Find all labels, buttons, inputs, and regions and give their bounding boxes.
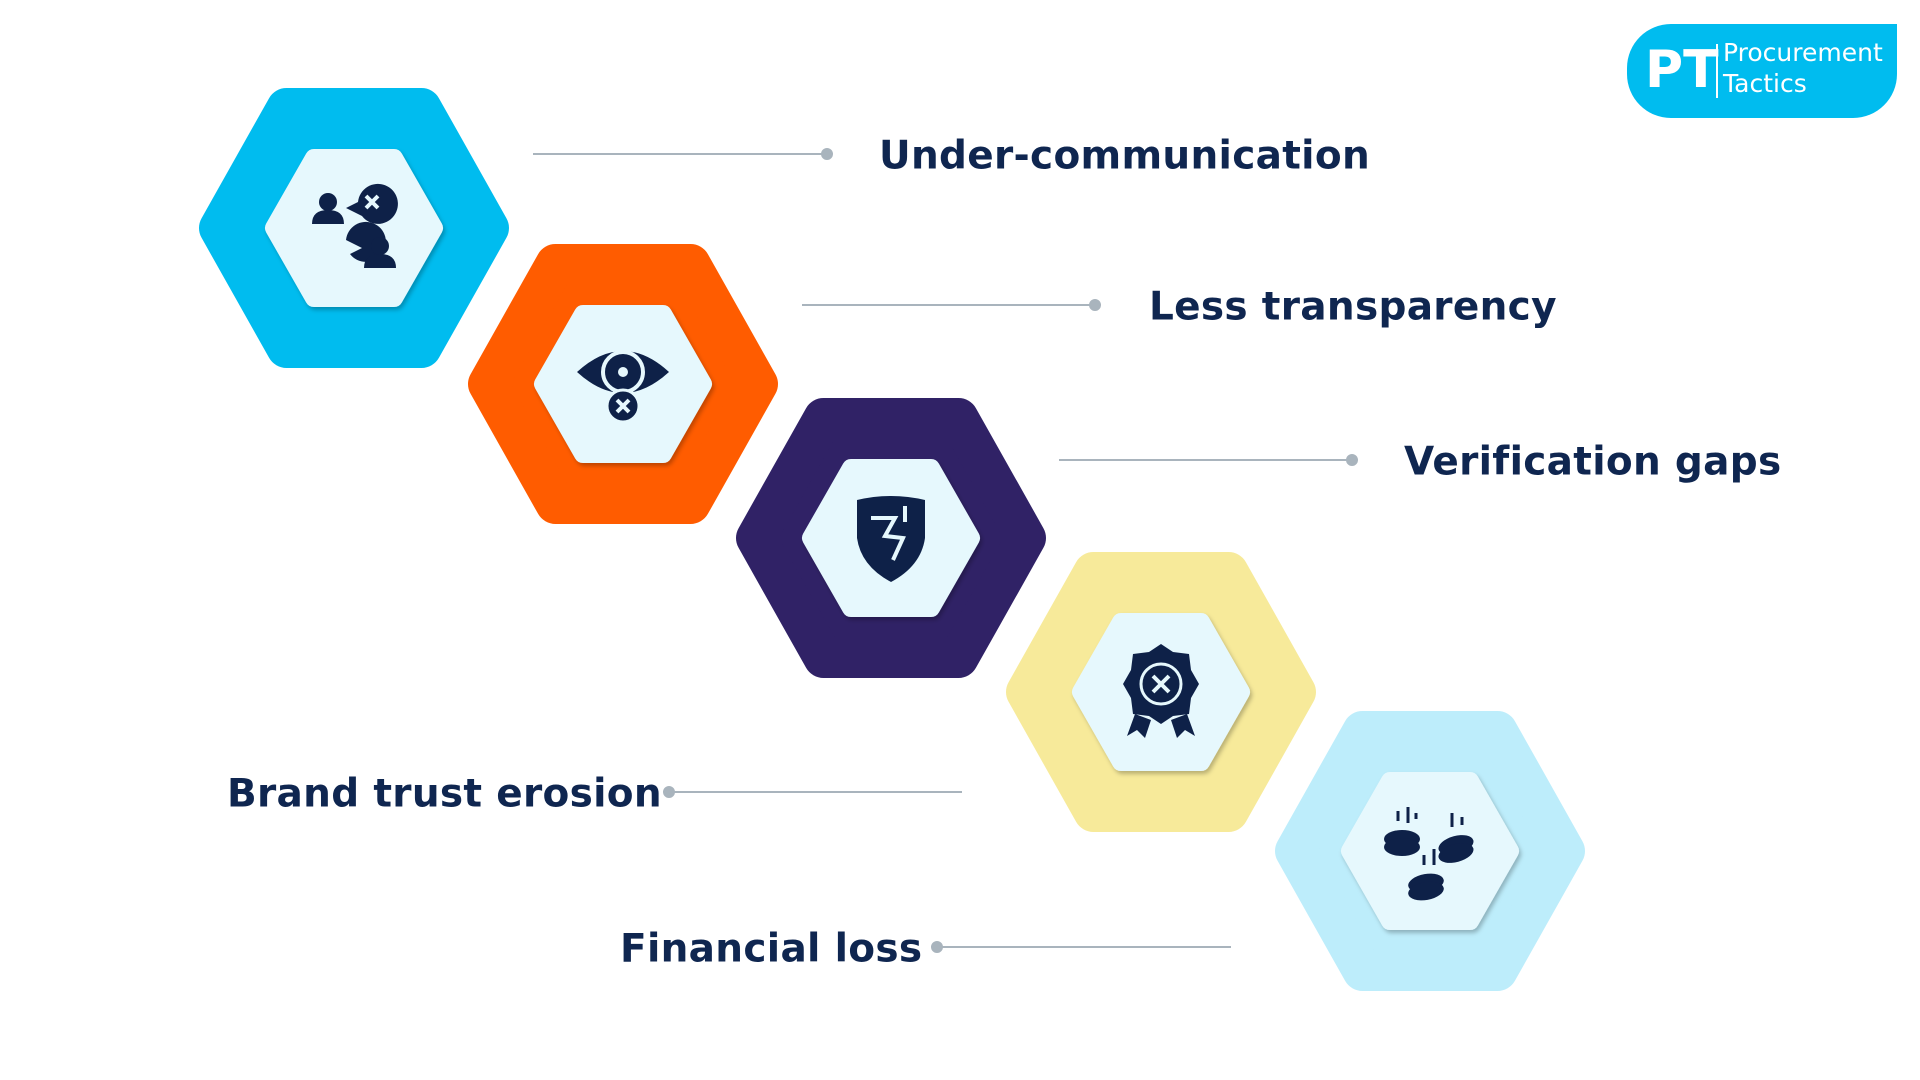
connector-3 bbox=[1059, 454, 1358, 466]
connector-5 bbox=[931, 941, 1231, 953]
miscommunication-icon: ? bbox=[312, 183, 398, 268]
label-verification-gaps: Verification gaps bbox=[1404, 439, 1782, 485]
logo-initials: PT bbox=[1645, 40, 1719, 100]
connector-1 bbox=[533, 148, 833, 160]
connector-4 bbox=[663, 786, 962, 798]
label-financial-loss: Financial loss bbox=[620, 926, 923, 972]
svg-text:?: ? bbox=[325, 234, 340, 264]
label-brand-trust-erosion: Brand trust erosion bbox=[227, 771, 662, 817]
logo-line-1: Procurement bbox=[1723, 38, 1883, 67]
eye-cross-icon bbox=[577, 350, 669, 424]
procurement-tactics-logo: PT Procurement Tactics bbox=[1627, 24, 1897, 118]
connector-2 bbox=[802, 299, 1101, 311]
logo-line-2: Tactics bbox=[1723, 69, 1807, 98]
hexagon-inner bbox=[1341, 772, 1519, 930]
hexagon-1: ? bbox=[199, 88, 509, 368]
label-less-transparency: Less transparency bbox=[1149, 284, 1557, 330]
logo-divider bbox=[1716, 44, 1718, 98]
hexagon-3 bbox=[736, 398, 1046, 678]
broken-shield-icon bbox=[857, 496, 925, 582]
hexagon-4 bbox=[1006, 552, 1316, 832]
label-under-communication: Under-communication bbox=[879, 133, 1371, 179]
badge-cross-icon bbox=[1123, 644, 1199, 738]
hexagon-2 bbox=[468, 244, 778, 524]
falling-coins-icon bbox=[1384, 807, 1474, 901]
hexagon-5 bbox=[1275, 711, 1585, 991]
